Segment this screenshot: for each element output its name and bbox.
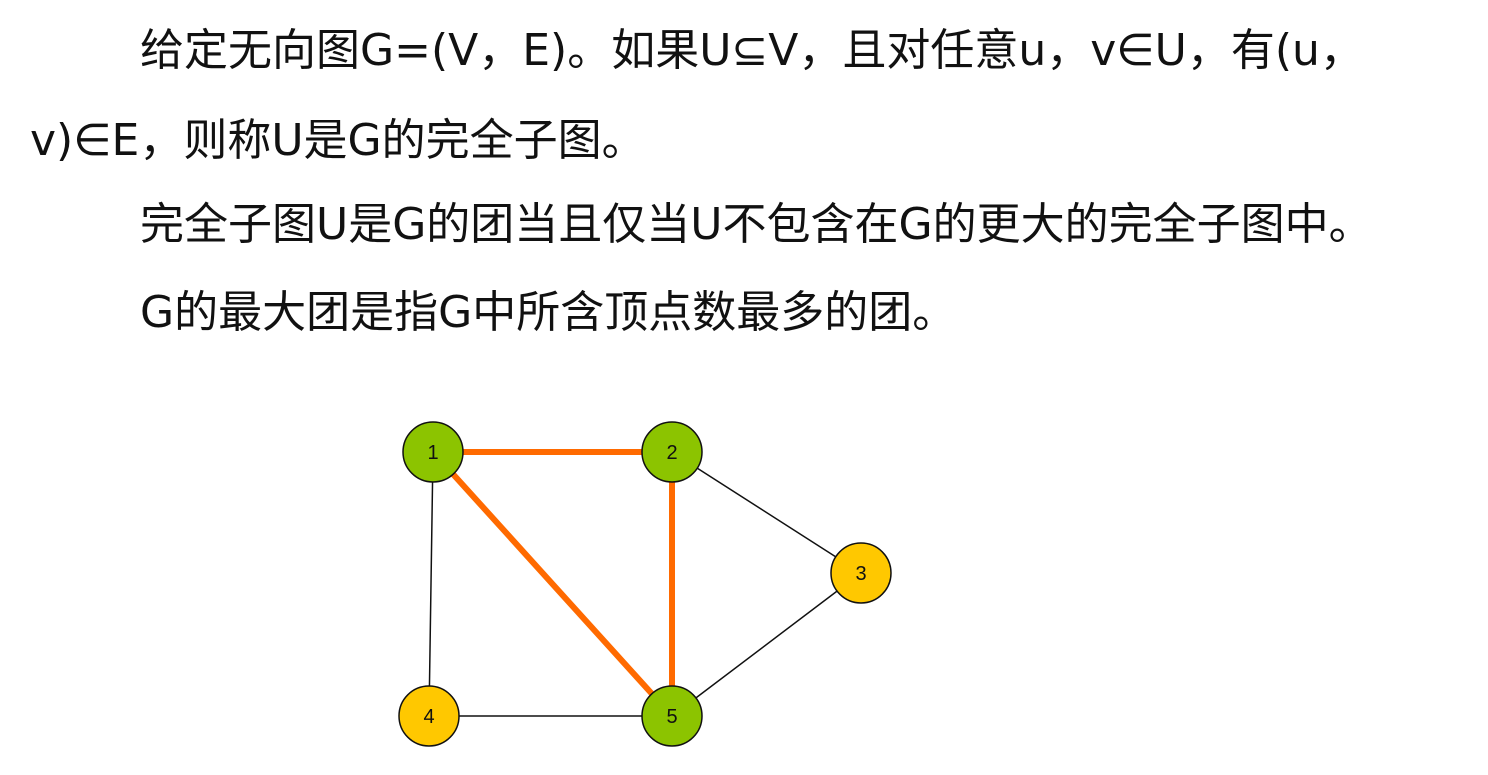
node-2-circle bbox=[641, 421, 703, 483]
node-3-label: 3 bbox=[855, 563, 866, 585]
graph-nodes: 1 2 3 4 5 bbox=[398, 421, 892, 747]
graph-edges bbox=[428, 449, 862, 719]
node-2-label: 2 bbox=[666, 442, 677, 464]
node-5-label: 5 bbox=[666, 706, 677, 728]
node-4: 4 bbox=[398, 685, 460, 747]
edge-3-5 bbox=[671, 572, 862, 717]
definition-line-1: 给定无向图G=(V，E)。如果U⊆V，且对任意u，v∈U，有(u， bbox=[140, 25, 1364, 76]
edge-1-4 bbox=[428, 451, 434, 717]
node-1-label: 1 bbox=[427, 442, 438, 464]
edge-2-3 bbox=[671, 451, 862, 574]
node-2: 2 bbox=[641, 421, 703, 483]
node-3: 3 bbox=[830, 542, 892, 604]
definition-line-2: v)∈E，则称U是G的完全子图。 bbox=[30, 115, 646, 166]
max-clique-definition-line: G的最大团是指G中所含顶点数最多的团。 bbox=[140, 287, 957, 338]
node-5-circle bbox=[641, 685, 703, 747]
node-5: 5 bbox=[641, 685, 703, 747]
node-4-label: 4 bbox=[423, 706, 434, 728]
node-1: 1 bbox=[402, 421, 464, 483]
clique-definition-line: 完全子图U是G的团当且仅当U不包含在G的更大的完全子图中。 bbox=[140, 199, 1373, 250]
node-4-circle bbox=[398, 685, 460, 747]
edge-1-5 bbox=[430, 449, 675, 719]
node-3-circle bbox=[830, 542, 892, 604]
node-1-circle bbox=[402, 421, 464, 483]
